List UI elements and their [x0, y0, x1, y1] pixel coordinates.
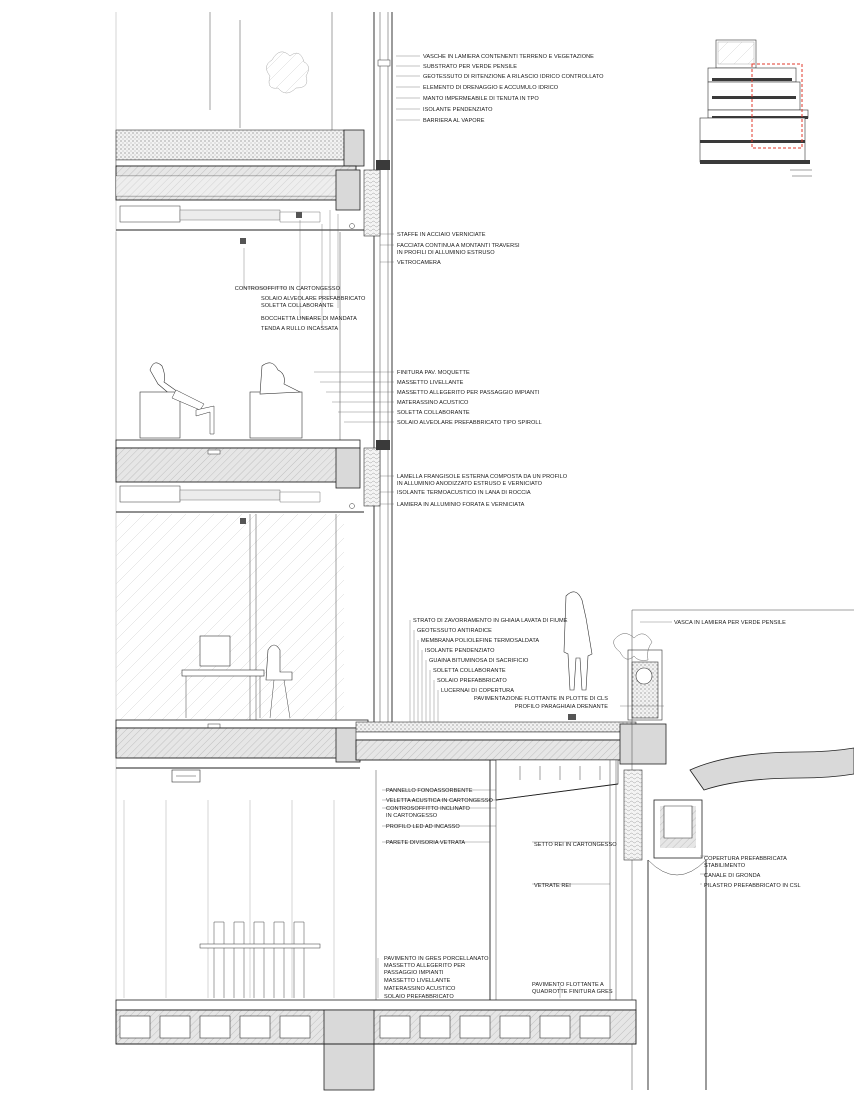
label-paving-2: PROFILO PARAGHIAIA DRENANTE [515, 704, 608, 710]
roof-garden-section [115, 12, 365, 1000]
label-gfloor-1: PAVIMENTO IN GRES PORCELLANATO [384, 956, 489, 962]
existing-factory [623, 747, 854, 1090]
label-gfloor-4: MASSETTO LIVELLANTE [384, 978, 451, 984]
label-existing-3: CANALE DI GRONDA [704, 873, 761, 879]
lounge-level [115, 232, 341, 440]
key-plan [699, 39, 812, 177]
label-terrace-5: GUAINA BITUMINOSA DI SACRIFICIO [429, 658, 529, 664]
label-existing-2: STABILIMENTO [704, 863, 746, 869]
paving-labels: PAVIMENTAZIONE FLOTTANTE IN PLOTTE DI CL… [474, 696, 608, 710]
label-planter: VASCA IN LAMIERA PER VERDE PENSILE [674, 620, 786, 626]
label-ceiling-3: SOLETTA COLLABORANTE [261, 303, 334, 309]
label-gceiling-1: PANNELLO FONOASSORBENTE [386, 788, 473, 794]
facade-labels: STAFFE IN ACCIAIO VERNICIATE FACCIATA CO… [397, 232, 520, 266]
ceiling-labels: CONTROSOFFITTO IN CARTONGESSO SOLAIO ALV… [235, 286, 366, 332]
label-floating-1: PAVIMENTO FLOTTANTE A [532, 982, 604, 988]
ground-floor [115, 759, 637, 1091]
label-partition-2: VETRATE REI [534, 883, 571, 889]
label-floor-2: MASSETTO LIVELLANTE [397, 380, 464, 386]
label-roof-6: ISOLANTE PENDENZIATO [423, 107, 493, 113]
roof-labels: VASCHE IN LAMIERA CONTENENTI TERRENO E V… [423, 54, 604, 124]
label-gfloor-3: PASSAGGIO IMPIANTI [384, 970, 444, 976]
label-existing-4: PILASTRO PREFABBRICATO IN CSL [704, 883, 801, 889]
office-level [115, 514, 369, 729]
terrace-slab [115, 591, 854, 1090]
label-gfloor-5: MATERASSINO ACUSTICO [384, 986, 456, 992]
label-ceiling-5: TENDA A RULLO INCASSATA [261, 326, 338, 332]
label-floor-1: FINITURA PAV. MOQUETTE [397, 370, 470, 376]
label-gceiling-6: PARETE DIVISORIA VETRATA [386, 840, 465, 846]
label-roof-1: VASCHE IN LAMIERA CONTENENTI TERRENO E V… [423, 54, 594, 60]
label-terrace-4: ISOLANTE PENDENZIATO [425, 648, 495, 654]
label-ceiling-2: SOLAIO ALVEOLARE PREFABBRICATO [261, 296, 366, 302]
label-existing-1: COPERTURA PREFABBRICATA [704, 856, 787, 862]
label-brise-3: ISOLANTE TERMOACUSTICO IN LANA DI ROCCIA [397, 490, 531, 496]
label-ceiling-4: BOCCHETTA LINEARE DI MANDATA [261, 316, 357, 322]
label-partition-1: SETTO REI IN CARTONGESSO [534, 842, 617, 848]
label-terrace-1: STRATO DI ZAVORRAMENTO IN GHIAIA LAVATA … [413, 618, 568, 624]
label-roof-4: ELEMENTO DI DRENAGGIO E ACCUMULO IDRICO [423, 85, 559, 91]
label-brise-2: IN ALLUMINIO ANODIZZATO ESTRUSO E VERNIC… [397, 481, 543, 487]
floor-labels: FINITURA PAV. MOQUETTE MASSETTO LIVELLAN… [397, 370, 542, 426]
label-gfloor-6: SOLAIO PREFABBRICATO [384, 994, 454, 1000]
label-brise-1: LAMELLA FRANGISOLE ESTERNA COMPOSTA DA U… [397, 474, 568, 480]
label-facade-4: VETROCAMERA [397, 260, 441, 266]
label-facade-2: FACCIATA CONTINUA A MONTANTI TRAVERSI [397, 243, 520, 249]
slab-level-2 [115, 165, 364, 244]
partition-labels: SETTO REI IN CARTONGESSO VETRATE REI [534, 842, 617, 889]
label-ceiling-1: CONTROSOFFITTO IN CARTONGESSO [235, 286, 341, 292]
label-floor-6: SOLAIO ALVEOLARE PREFABBRICATO TIPO SPIR… [397, 420, 542, 426]
label-gceiling-4: IN CARTONGESSO [386, 813, 438, 819]
label-terrace-3: MEMBRANA POLIOLEFINE TERMOSALDATA [421, 638, 539, 644]
ground-ceiling-labels: PANNELLO FONOASSORBENTE VELETTA ACUSTICA… [386, 788, 494, 846]
label-gceiling-3: CONTROSOFFITTO INCLINATO [386, 806, 470, 812]
label-floor-5: SOLETTA COLLABORANTE [397, 410, 470, 416]
floating-floor-labels: PAVIMENTO FLOTTANTE A QUADROTTE FINITURA… [532, 982, 613, 995]
label-terrace-7: SOLAIO PREFABBRICATO [437, 678, 507, 684]
label-terrace-6: SOLETTA COLLABORANTE [433, 668, 506, 674]
label-brise-4: LAMIERA IN ALLUMINIO FORATA E VERNICIATA [397, 502, 525, 508]
label-gceiling-2: VELETTA ACUSTICA IN CARTONGESSO [386, 798, 494, 804]
label-floor-3: MASSETTO ALLEGERITO PER PASSAGGIO IMPIAN… [397, 390, 540, 396]
label-facade-3: IN PROFILI DI ALLUMINIO ESTRUSO [397, 250, 495, 256]
existing-building-labels: COPERTURA PREFABBRICATA STABILIMENTO CAN… [704, 856, 801, 889]
label-roof-2: SUBSTRATO PER VERDE PENSILE [423, 64, 517, 70]
slab-level-1 [115, 439, 364, 524]
brise-soleil-labels: LAMELLA FRANGISOLE ESTERNA COMPOSTA DA U… [397, 474, 568, 508]
terrace-labels: STRATO DI ZAVORRAMENTO IN GHIAIA LAVATA … [413, 618, 568, 694]
label-paving-1: PAVIMENTAZIONE FLOTTANTE IN PLOTTE DI CL… [474, 696, 608, 702]
label-facade-1: STAFFE IN ACCIAIO VERNICIATE [397, 232, 486, 238]
label-roof-3: GEOTESSUTO DI RITENZIONE A RILASCIO IDRI… [423, 74, 604, 80]
leader-lines [243, 55, 708, 998]
label-gceiling-5: PROFILO LED AD INCASSO [386, 824, 460, 830]
ground-floor-labels: PAVIMENTO IN GRES PORCELLANATO MASSETTO … [384, 956, 489, 1000]
label-roof-7: BARRIERA AL VAPORE [423, 118, 485, 124]
label-roof-5: MANTO IMPERMEABILE DI TENUTA IN TPO [423, 96, 539, 102]
label-terrace-2: GEOTESSUTO ANTIRADICE [417, 628, 492, 634]
label-floating-2: QUADROTTE FINITURA GRES [532, 989, 613, 995]
label-floor-4: MATERASSINO ACUSTICO [397, 400, 469, 406]
label-terrace-8: LUCERNAI DI COPERTURA [441, 688, 514, 694]
label-gfloor-2: MASSETTO ALLEGERITO PER [384, 963, 465, 969]
